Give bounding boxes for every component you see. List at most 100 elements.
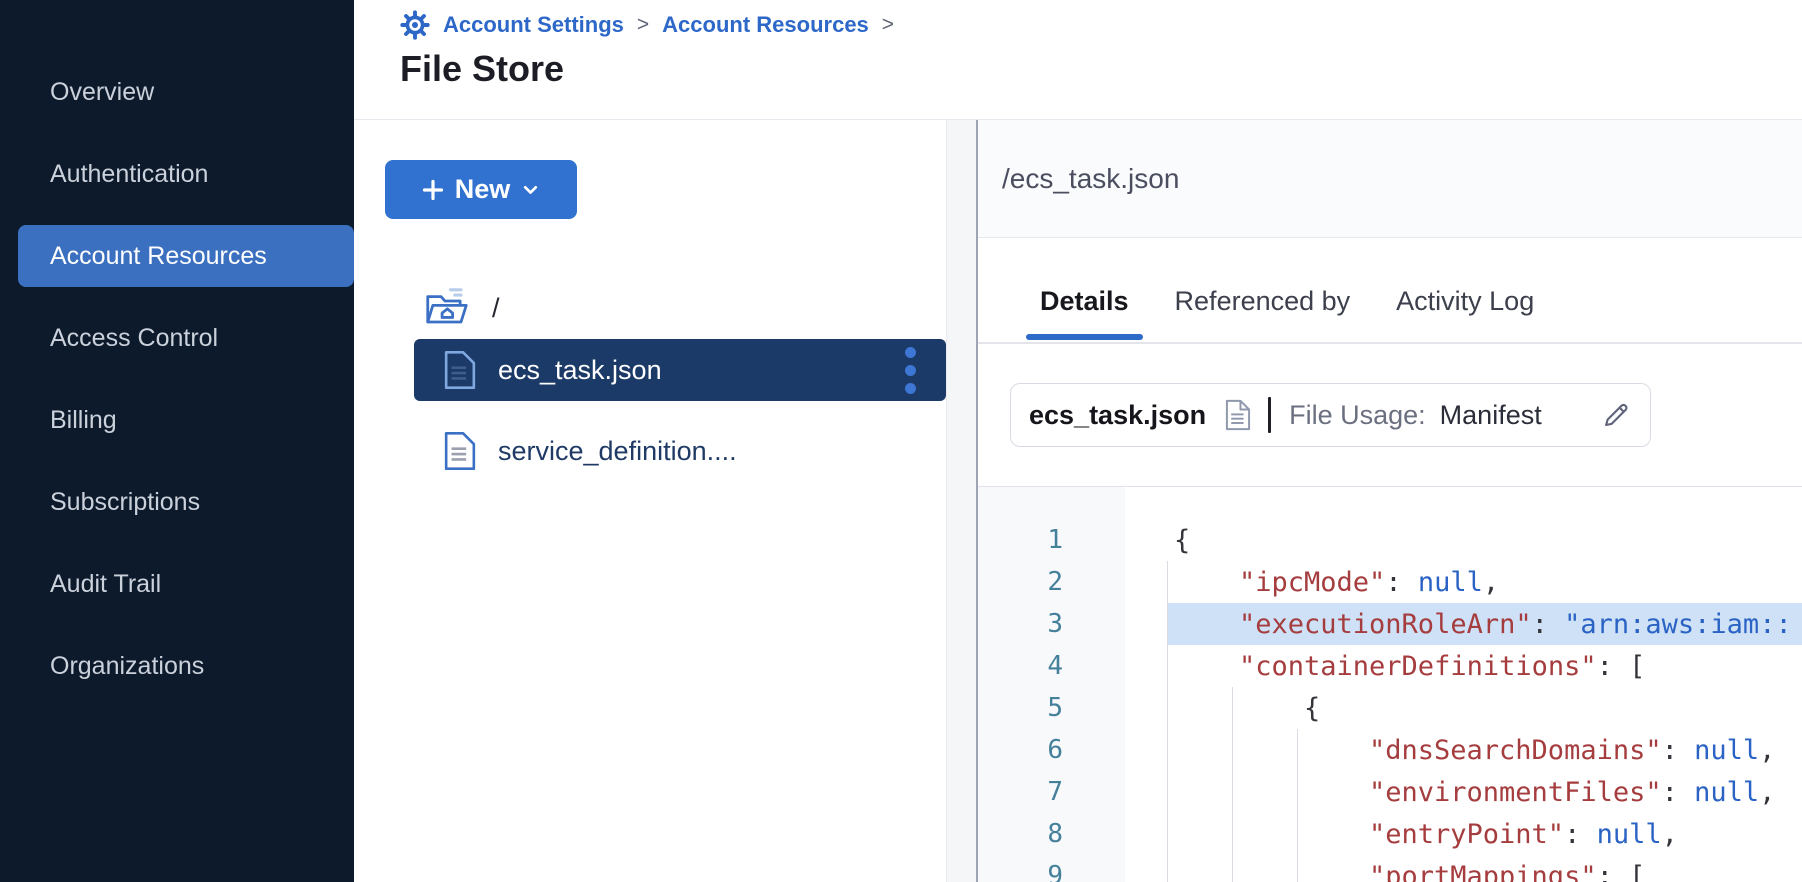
code-token: : bbox=[1661, 776, 1695, 808]
sidebar-item-organizations[interactable]: Organizations bbox=[0, 635, 354, 697]
file-store-panel: New / bbox=[354, 120, 946, 882]
indent-guide bbox=[1167, 813, 1232, 855]
file-path-bar: /ecs_task.json bbox=[978, 120, 1802, 238]
file-usage-value: Manifest bbox=[1439, 399, 1542, 430]
code-line-7: "environmentFiles": null, bbox=[1167, 771, 1802, 813]
gear-icon bbox=[400, 10, 430, 40]
sidebar-item-access-control[interactable]: Access Control bbox=[0, 307, 354, 369]
code-token: { bbox=[1174, 524, 1191, 556]
sidebar-item-account-resources[interactable]: Account Resources bbox=[18, 225, 354, 287]
edit-pencil-icon[interactable] bbox=[1600, 399, 1632, 431]
tab-label: Referenced by bbox=[1174, 285, 1351, 316]
sidebar-item-audit-trail[interactable]: Audit Trail bbox=[0, 553, 354, 615]
sidebar-item-label: Billing bbox=[50, 405, 117, 434]
code-token: : [ bbox=[1596, 650, 1646, 682]
sidebar-item-label: Overview bbox=[50, 77, 155, 106]
code-token: , bbox=[1482, 566, 1500, 598]
line-number: 5 bbox=[1047, 693, 1063, 723]
sidebar-item-label: Authentication bbox=[50, 159, 209, 188]
indent-guide bbox=[1297, 771, 1362, 813]
file-icon bbox=[442, 431, 478, 471]
indent-guide bbox=[1232, 771, 1297, 813]
breadcrumb-link-account-settings[interactable]: Account Settings bbox=[443, 12, 624, 37]
document-icon bbox=[1224, 399, 1252, 431]
code-token: , bbox=[1661, 818, 1678, 850]
file-panel-scrollbar[interactable] bbox=[946, 120, 976, 882]
code-token: null bbox=[1417, 566, 1483, 598]
new-button-label: New bbox=[454, 174, 511, 204]
divider-bar bbox=[1268, 397, 1272, 433]
root-folder-row[interactable]: / bbox=[424, 287, 500, 329]
code-line-2: "ipcMode": null, bbox=[1167, 561, 1802, 603]
code-line-8: "entryPoint": null, bbox=[1167, 813, 1802, 855]
code-token: "dnsSearchDomains" bbox=[1369, 734, 1662, 766]
sidebar-item-overview[interactable]: Overview bbox=[0, 61, 354, 123]
breadcrumb: Account Settings>Account Resources> bbox=[400, 10, 894, 40]
tab-label: Activity Log bbox=[1396, 285, 1535, 316]
code-text: "portMappings": [ bbox=[1362, 855, 1645, 882]
tab-label: Details bbox=[1040, 285, 1129, 316]
code-text: "ipcMode": null, bbox=[1232, 561, 1499, 603]
file-path: /ecs_task.json bbox=[1002, 162, 1180, 194]
code-token: "entryPoint" bbox=[1369, 818, 1565, 850]
code-token: null bbox=[1694, 776, 1760, 808]
sidebar-item-label: Access Control bbox=[50, 323, 219, 352]
code-line-4: "containerDefinitions": [ bbox=[1167, 645, 1802, 687]
line-number: 9 bbox=[1047, 861, 1063, 882]
plus-icon bbox=[421, 178, 445, 202]
file-name: ecs_task.json bbox=[498, 354, 662, 385]
code-text: { bbox=[1167, 519, 1190, 561]
code-token: : bbox=[1661, 734, 1695, 766]
code-token: null bbox=[1596, 818, 1662, 850]
code-token: : [ bbox=[1596, 860, 1646, 882]
file-row-ecs-task-json[interactable]: ecs_task.json bbox=[414, 339, 946, 401]
indent-guide bbox=[1232, 687, 1297, 729]
indent-guide bbox=[1297, 813, 1362, 855]
code-line-5: { bbox=[1167, 687, 1802, 729]
tabs-rule bbox=[978, 342, 1802, 344]
line-number: 7 bbox=[1047, 777, 1063, 807]
line-number: 3 bbox=[1047, 609, 1063, 639]
sidebar-item-subscriptions[interactable]: Subscriptions bbox=[0, 471, 354, 533]
line-number: 6 bbox=[1047, 735, 1063, 765]
indent-guide bbox=[1167, 855, 1232, 882]
line-number: 2 bbox=[1047, 567, 1063, 597]
page-title: File Store bbox=[400, 48, 565, 89]
code-text: "environmentFiles": null, bbox=[1362, 771, 1775, 813]
file-card-name: ecs_task.json bbox=[1029, 399, 1207, 430]
chevron-down-icon bbox=[520, 179, 541, 200]
root-folder-label: / bbox=[492, 292, 500, 323]
file-menu-dots-icon[interactable] bbox=[905, 346, 916, 394]
new-button[interactable]: New bbox=[385, 160, 577, 219]
code-text: { bbox=[1297, 687, 1320, 729]
sidebar-item-billing[interactable]: Billing bbox=[0, 389, 354, 451]
tab-activity-log[interactable]: Activity Log bbox=[1382, 261, 1548, 341]
panel-divider[interactable] bbox=[976, 120, 978, 882]
indent-guide bbox=[1167, 645, 1232, 687]
code-token: "portMappings" bbox=[1369, 860, 1597, 882]
file-row-service-definition[interactable]: service_definition.... bbox=[414, 420, 946, 482]
code-token: , bbox=[1759, 776, 1776, 808]
line-number: 8 bbox=[1047, 819, 1063, 849]
indent-guide bbox=[1167, 603, 1232, 645]
breadcrumb-link-account-resources[interactable]: Account Resources bbox=[662, 12, 869, 37]
tab-details[interactable]: Details bbox=[1026, 261, 1143, 341]
indent-guide bbox=[1167, 561, 1232, 603]
code-text: "dnsSearchDomains": null, bbox=[1362, 729, 1775, 771]
home-folder-icon bbox=[424, 287, 470, 329]
indent-guide bbox=[1297, 855, 1362, 882]
code-text: "containerDefinitions": [ bbox=[1232, 645, 1645, 687]
code-token: "arn:aws:iam:: bbox=[1564, 608, 1792, 640]
page-header: Account Settings>Account Resources> File… bbox=[354, 0, 1802, 120]
sidebar-item-authentication[interactable]: Authentication bbox=[0, 143, 354, 205]
code-text: "executionRoleArn": "arn:aws:iam:: bbox=[1232, 603, 1792, 645]
details-panel: /ecs_task.json Details Referenced by Activ… bbox=[978, 120, 1802, 882]
code-lines: { "ipcMode": null,"executionRoleArn": "ar… bbox=[1167, 487, 1802, 882]
indent-guide bbox=[1167, 729, 1232, 771]
tab-referenced-by[interactable]: Referenced by bbox=[1161, 261, 1365, 341]
indent-guide bbox=[1167, 771, 1232, 813]
line-number: 1 bbox=[1047, 525, 1063, 555]
